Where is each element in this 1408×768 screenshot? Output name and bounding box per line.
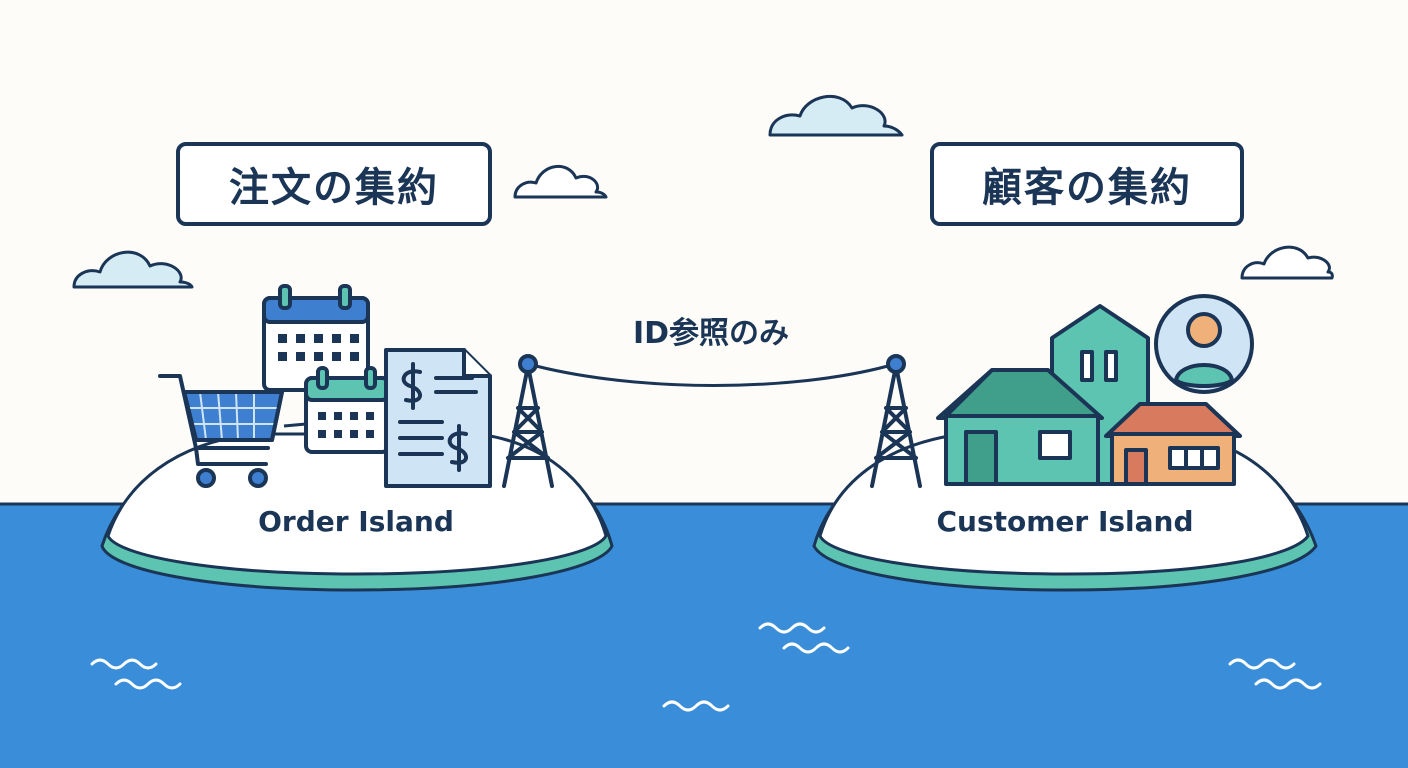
cloud-icon [72, 250, 194, 289]
transmission-tower-icon [870, 354, 922, 488]
transmission-tower-icon [502, 354, 554, 488]
id-reference-label: ID参照のみ [632, 316, 790, 351]
calendar-icon [262, 284, 370, 392]
cloud-icon [513, 164, 608, 199]
cloud-icon [768, 95, 904, 137]
wave-icon [662, 700, 730, 712]
cart-handle-link [283, 422, 307, 428]
id-reference-cable [535, 364, 889, 387]
user-avatar-icon [1154, 294, 1254, 394]
order-island-name: Order Island [258, 505, 454, 538]
house-icon [1104, 402, 1242, 486]
house-icon [936, 368, 1104, 486]
wave-icon [90, 658, 182, 690]
wave-icon [1228, 658, 1322, 690]
invoice-icon [384, 348, 492, 488]
cloud-icon [1240, 245, 1334, 280]
customer-island-name: Customer Island [936, 505, 1194, 538]
calendar-icon [304, 366, 390, 454]
customer-aggregate-title: 顧客の集約 [930, 142, 1244, 226]
wave-icon [758, 622, 850, 654]
shopping-cart-icon [158, 374, 284, 488]
order-aggregate-title: 注文の集約 [176, 142, 492, 226]
